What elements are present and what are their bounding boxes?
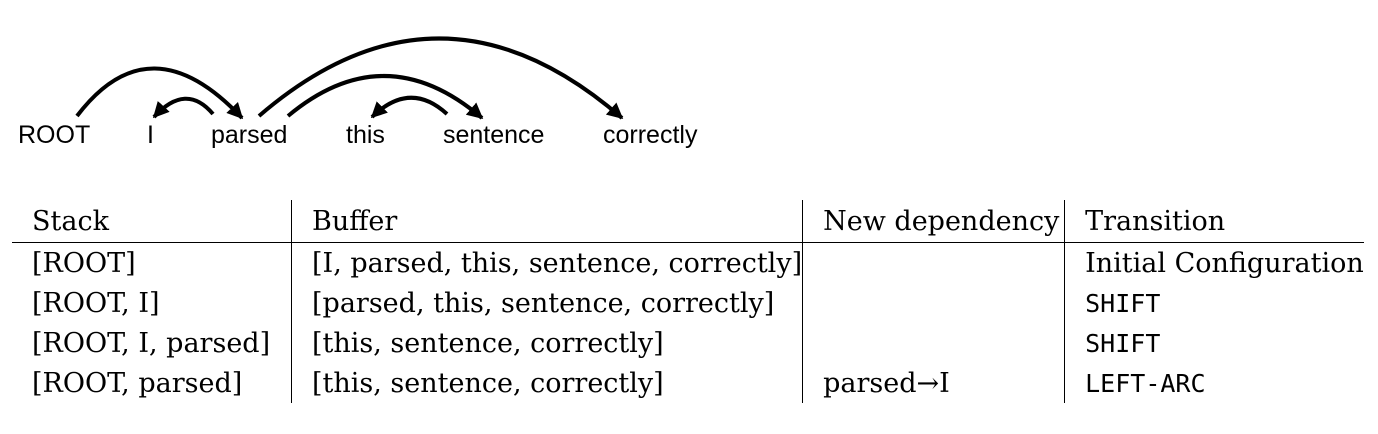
- dependency-arcs: [75, 36, 624, 120]
- cell-dependency: [802, 242, 1066, 283]
- cell-dependency: [802, 283, 1066, 323]
- word-root: ROOT: [18, 121, 91, 149]
- table-row: [ROOT, I] [parsed, this, sentence, corre…: [12, 283, 1364, 323]
- word-parsed: parsed: [211, 121, 288, 149]
- table-header-row: Stack Buffer New dependency Transition: [12, 200, 1364, 243]
- arc-sentence-to-this: [370, 95, 449, 119]
- cell-buffer: [I, parsed, this, sentence, correctly]: [291, 242, 804, 283]
- header-new-dependency: New dependency: [802, 200, 1066, 243]
- table-row: [ROOT, I, parsed] [this, sentence, corre…: [12, 323, 1364, 363]
- arc-root-to-parsed: [75, 66, 244, 120]
- transition-table: Stack Buffer New dependency Transition […: [12, 200, 1364, 403]
- cell-buffer: [this, sentence, correctly]: [291, 323, 804, 363]
- arc-parsed-to-correctly: [257, 36, 624, 120]
- cell-transition: SHIFT: [1085, 328, 1161, 358]
- cell-stack: [ROOT, I, parsed]: [12, 323, 292, 363]
- cell-dependency: parsed→I: [802, 363, 1066, 403]
- word-sentence: sentence: [443, 121, 545, 149]
- table-row: [ROOT, parsed] [this, sentence, correctl…: [12, 363, 1364, 403]
- cell-dependency: [802, 323, 1066, 363]
- cell-buffer: [this, sentence, correctly]: [291, 363, 804, 403]
- cell-stack: [ROOT]: [12, 242, 292, 283]
- cell-stack: [ROOT, I]: [12, 283, 292, 323]
- arc-parsed-to-i: [152, 96, 215, 119]
- cell-stack: [ROOT, parsed]: [12, 363, 292, 403]
- word-i: I: [147, 121, 154, 149]
- cell-buffer: [parsed, this, sentence, correctly]: [291, 283, 804, 323]
- arc-parsed-to-sentence: [286, 74, 484, 120]
- cell-transition: SHIFT: [1085, 288, 1161, 318]
- word-correctly: correctly: [603, 121, 698, 149]
- table-row: [ROOT] [I, parsed, this, sentence, corre…: [12, 242, 1364, 283]
- header-buffer: Buffer: [291, 200, 804, 243]
- header-stack: Stack: [12, 200, 292, 243]
- word-this: this: [346, 121, 385, 149]
- cell-transition: LEFT-ARC: [1085, 368, 1206, 398]
- cell-transition: Initial Configuration: [1085, 247, 1364, 279]
- header-transition: Transition: [1064, 200, 1364, 243]
